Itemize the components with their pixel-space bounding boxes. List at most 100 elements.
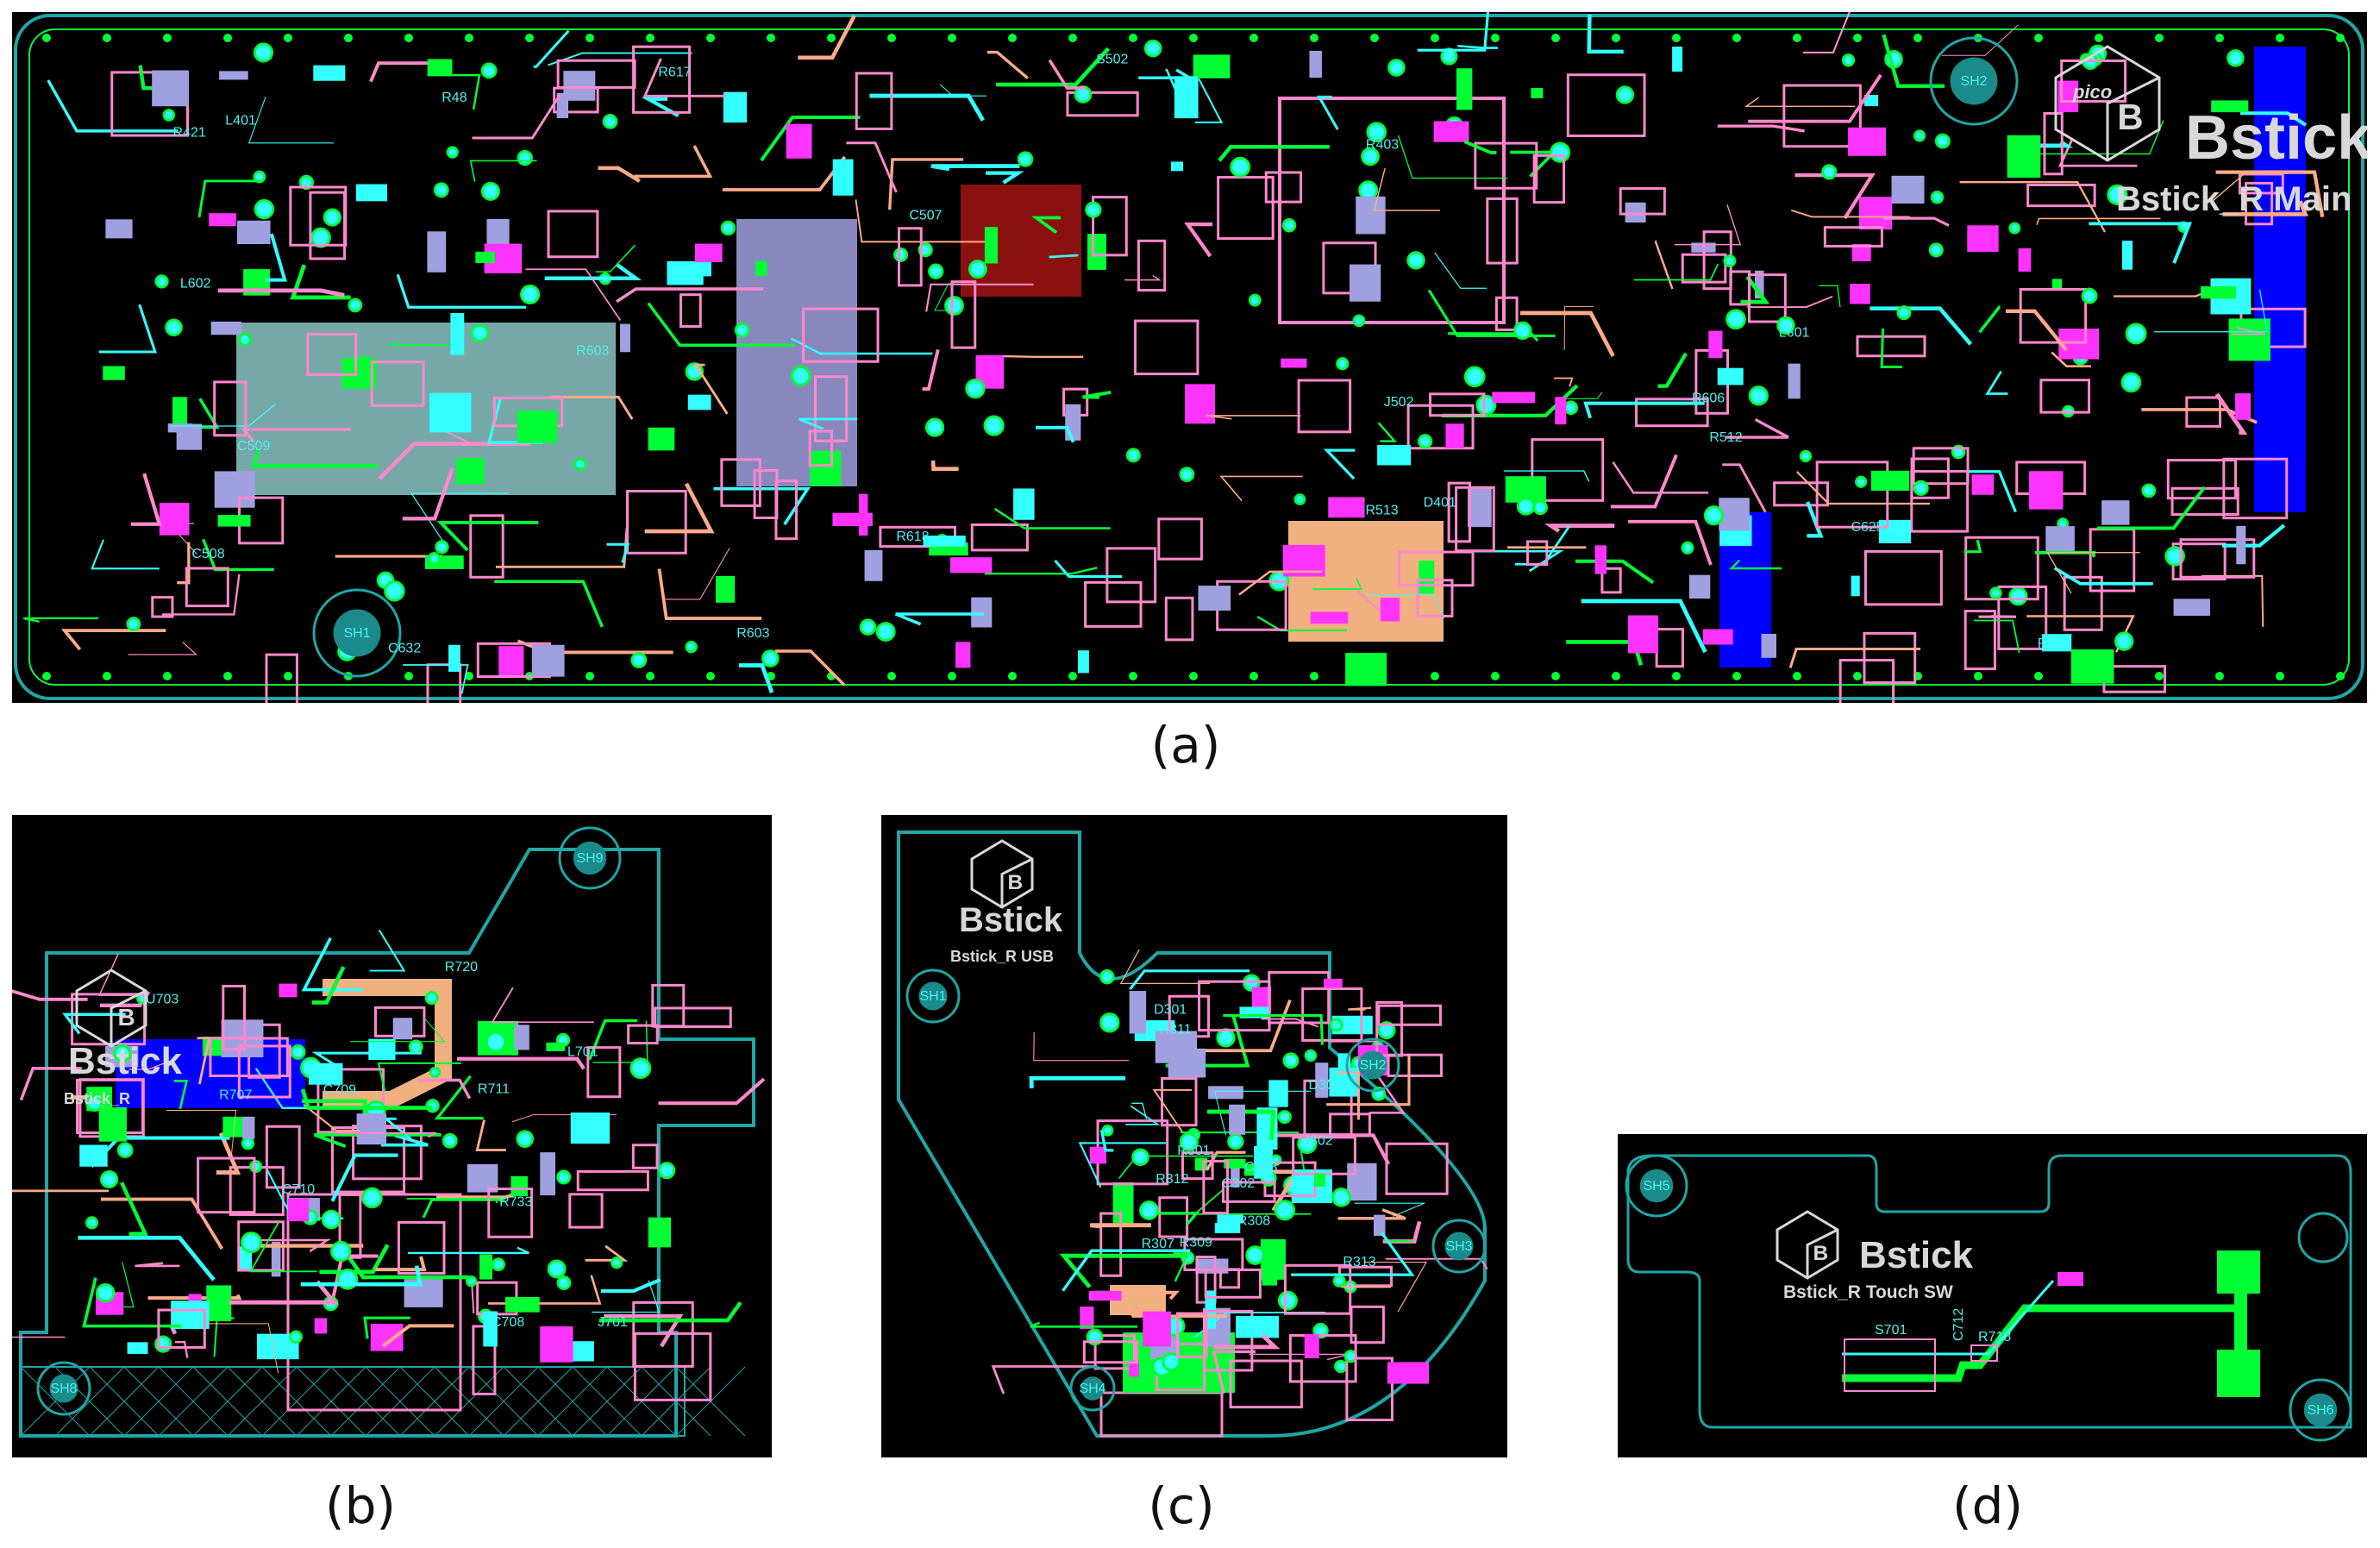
reference-designator: R307: [1142, 1237, 1174, 1251]
via: [1516, 497, 1536, 516]
trace: [2231, 326, 2266, 335]
stitch-via: [1672, 34, 1681, 42]
trace: [846, 141, 898, 193]
stitch-via: [1551, 34, 1560, 42]
stitch-via: [1913, 34, 1922, 42]
component-pad: [1229, 1104, 1246, 1135]
trace: [303, 1104, 360, 1132]
trace: [986, 50, 1029, 79]
component-pad: [864, 549, 883, 581]
reference-designator: R617: [658, 66, 691, 80]
via: [1179, 1131, 1199, 1152]
stitch-via: [1974, 672, 1982, 680]
via: [1179, 467, 1195, 482]
component-pad: [1761, 633, 1776, 658]
mounting-hole-pad: [49, 1374, 78, 1403]
trace: [247, 96, 334, 144]
trace: [335, 555, 443, 567]
stitch-via: [465, 672, 473, 680]
component-pad: [152, 70, 189, 107]
component-outline: [2039, 379, 2091, 414]
stitch-via: [586, 34, 594, 42]
hatch-line: [330, 1366, 401, 1437]
component-pad: [1373, 1214, 1386, 1237]
trace: [592, 1280, 661, 1313]
trace: [1870, 306, 1973, 346]
trace: [97, 953, 135, 996]
component-pad: [1445, 423, 1464, 448]
via: [1281, 218, 1297, 233]
trace: [1206, 1150, 1246, 1171]
reference-designator: R606: [1692, 392, 1725, 406]
component-pad: [1065, 404, 1081, 441]
trace: [1337, 1208, 1406, 1220]
ground-plane: [236, 323, 616, 495]
component-pad: [949, 557, 993, 573]
trace: [1218, 145, 1330, 162]
via: [1085, 201, 1102, 218]
component-pad: [1858, 197, 1893, 230]
trace: [722, 155, 847, 191]
via: [924, 417, 945, 437]
reference-designator: C710: [282, 1182, 315, 1197]
trace: [197, 179, 261, 218]
via: [1361, 147, 1380, 166]
trace: [495, 528, 629, 568]
component-outline: [2043, 111, 2064, 176]
trace: [1194, 78, 1224, 124]
logo-letter: B: [1008, 871, 1024, 894]
reference-designator: C625: [1851, 520, 1883, 535]
reference-designator: C302: [1222, 1176, 1255, 1191]
component-pad: [786, 123, 812, 159]
trace: [1125, 1306, 1228, 1318]
component-outline: [576, 1169, 649, 1192]
component-pad: [103, 366, 125, 380]
component-pad: [1347, 1163, 1377, 1201]
stitch-via: [827, 34, 836, 42]
trace: [247, 1238, 332, 1252]
stitch-via: [103, 34, 111, 42]
component-outline: [1181, 1151, 1214, 1181]
trace: [1223, 1013, 1325, 1045]
trace: [290, 264, 351, 300]
trace: [1554, 377, 1574, 387]
component-outline: [197, 1156, 256, 1214]
via: [361, 1187, 383, 1209]
trace: [993, 507, 1111, 530]
component-pad: [1205, 1290, 1216, 1329]
component-pad: [1254, 1145, 1273, 1179]
via: [875, 622, 896, 642]
stitch-via: [344, 34, 353, 42]
trace: [1610, 454, 1678, 509]
trace: [382, 1324, 454, 1348]
component-pad: [723, 91, 748, 123]
trace: [1031, 216, 1062, 235]
via: [348, 298, 363, 313]
mounting-hole-label: SH9: [576, 851, 603, 866]
component-outline: [1910, 470, 1970, 533]
hatch-line: [54, 1366, 125, 1437]
reference-designator: S502: [1096, 52, 1128, 66]
via: [485, 1031, 507, 1053]
trace: [634, 145, 713, 179]
trace: [422, 1198, 505, 1219]
stitch-via: [2155, 34, 2164, 42]
trace: [1219, 475, 1303, 502]
trace: [170, 403, 276, 427]
trace: [1788, 648, 1921, 668]
reference-designator: L601: [1779, 326, 1810, 341]
mounting-hole-pad: [1950, 57, 1998, 105]
trace: [1049, 254, 1079, 259]
via: [965, 379, 986, 399]
stitch-via: [42, 672, 51, 680]
via: [556, 1169, 572, 1185]
reference-designator: L602: [180, 277, 211, 291]
component-outline: [1218, 1268, 1241, 1289]
trace: [174, 1340, 189, 1358]
trace: [1035, 425, 1075, 443]
trace: [1368, 1062, 1406, 1114]
trace: [387, 342, 452, 346]
